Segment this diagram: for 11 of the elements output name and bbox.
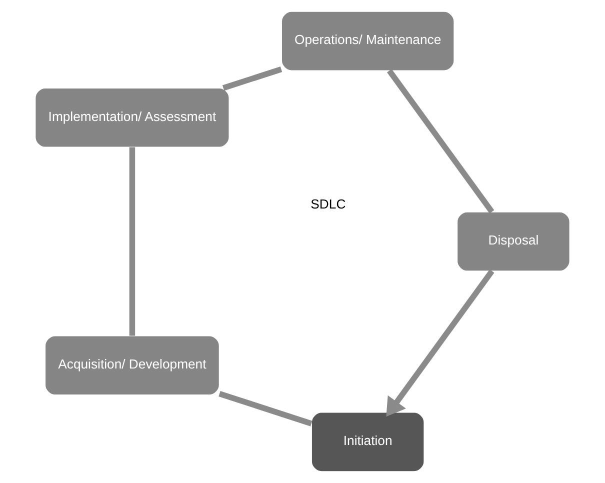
connector [222,66,282,91]
node-box: Disposal [456,212,570,272]
connector [129,147,136,336]
node-box: Operations/ Maintenance [281,11,454,72]
node-box: Acquisition/ Development [44,335,220,396]
label: SDLC [310,196,346,212]
connector [218,391,312,426]
arrow [386,269,494,417]
node-box: Initiation [311,412,424,472]
connector [386,68,494,214]
node-box: Implementation/ Assessment [34,88,230,148]
